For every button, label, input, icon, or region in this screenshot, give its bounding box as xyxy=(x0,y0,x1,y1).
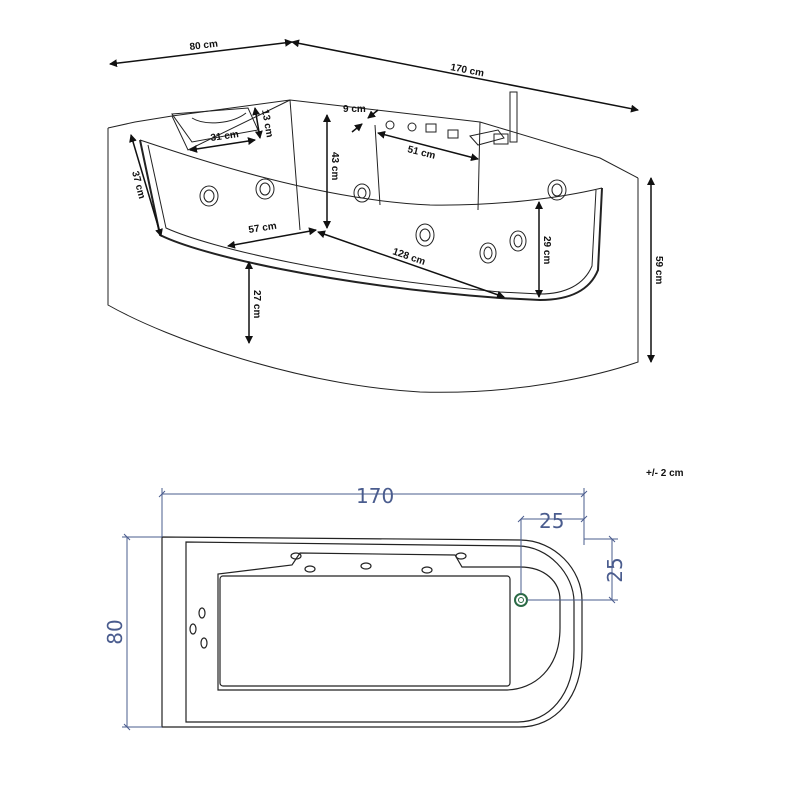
jet xyxy=(255,178,275,200)
tub-rim-inner-top xyxy=(185,541,575,723)
top-view-dimension-lines xyxy=(122,488,618,731)
jet xyxy=(203,189,215,203)
label-drain-x: 25 xyxy=(539,509,564,533)
glass-inner xyxy=(147,144,597,295)
glass-panel xyxy=(139,139,603,302)
jet xyxy=(357,187,367,199)
label-front-height: 37 cm xyxy=(129,170,147,200)
label-headrest-height: 13 cm xyxy=(259,109,275,139)
dim-line-headrest-width xyxy=(189,137,256,153)
label-drain-y: 25 xyxy=(603,557,627,582)
label-faucet-offset: 9 cm xyxy=(343,104,366,115)
jet xyxy=(551,183,563,197)
jet xyxy=(479,242,497,264)
label-inner-depth: 43 cm xyxy=(329,152,340,180)
label-bottom-length: 128 cm xyxy=(391,246,427,267)
top-view xyxy=(161,536,583,728)
dim-line-headrest-height xyxy=(252,107,263,139)
label-glass-height: 29 cm xyxy=(541,236,552,264)
dim-line-bottom-width xyxy=(227,227,317,249)
dim-line-faucet-span xyxy=(377,130,479,162)
basin-floor xyxy=(219,575,511,687)
label-bottom-width: 57 cm xyxy=(248,221,278,236)
jet xyxy=(513,234,523,248)
jet xyxy=(509,230,527,252)
tub-outline-top xyxy=(161,536,583,728)
label-top-width: 80 xyxy=(103,619,127,644)
tub-shell-left xyxy=(107,128,639,393)
label-depth: 80 cm xyxy=(189,39,219,53)
glass-top-edge xyxy=(139,139,603,206)
label-apron-height: 27 cm xyxy=(251,290,262,318)
jet xyxy=(483,246,493,260)
tub-rim xyxy=(107,99,639,179)
jet xyxy=(415,223,435,247)
dim-line-faucet-offset-b xyxy=(351,123,363,133)
jet xyxy=(353,183,371,203)
label-headrest-width: 31 cm xyxy=(210,129,240,144)
jets xyxy=(199,178,567,264)
top-jets xyxy=(189,552,467,649)
dim-line-length xyxy=(291,39,639,113)
inner-back-wall xyxy=(171,99,481,231)
dim-line-depth xyxy=(109,38,293,68)
jet xyxy=(259,182,271,196)
label-total-height: 59 cm xyxy=(653,256,664,284)
perspective-dimension-lines xyxy=(109,38,655,363)
drain xyxy=(514,593,528,607)
tolerance-note: +/- 2 cm xyxy=(646,468,684,479)
jet xyxy=(547,179,567,201)
label-top-length: 170 xyxy=(356,484,394,508)
dim-line-front-height xyxy=(129,134,163,237)
jet xyxy=(199,185,219,207)
basin-outline-top xyxy=(217,552,561,691)
dim-line-faucet-offset-a xyxy=(367,109,379,119)
jet xyxy=(419,228,431,242)
perspective-view xyxy=(107,91,639,393)
dim-line-bottom-length xyxy=(317,230,505,299)
